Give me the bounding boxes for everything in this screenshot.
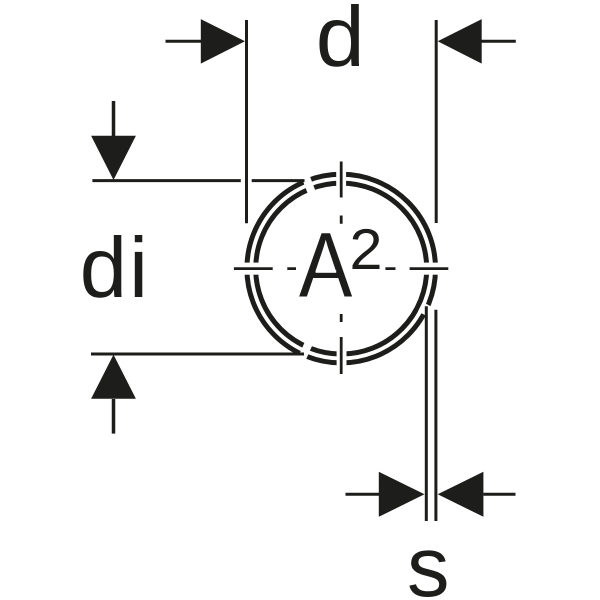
svg-text:s: s — [407, 520, 450, 600]
svg-text:d: d — [316, 0, 365, 85]
svg-text:2: 2 — [350, 218, 383, 282]
svg-text:di: di — [80, 221, 150, 316]
svg-text:A: A — [299, 214, 353, 317]
